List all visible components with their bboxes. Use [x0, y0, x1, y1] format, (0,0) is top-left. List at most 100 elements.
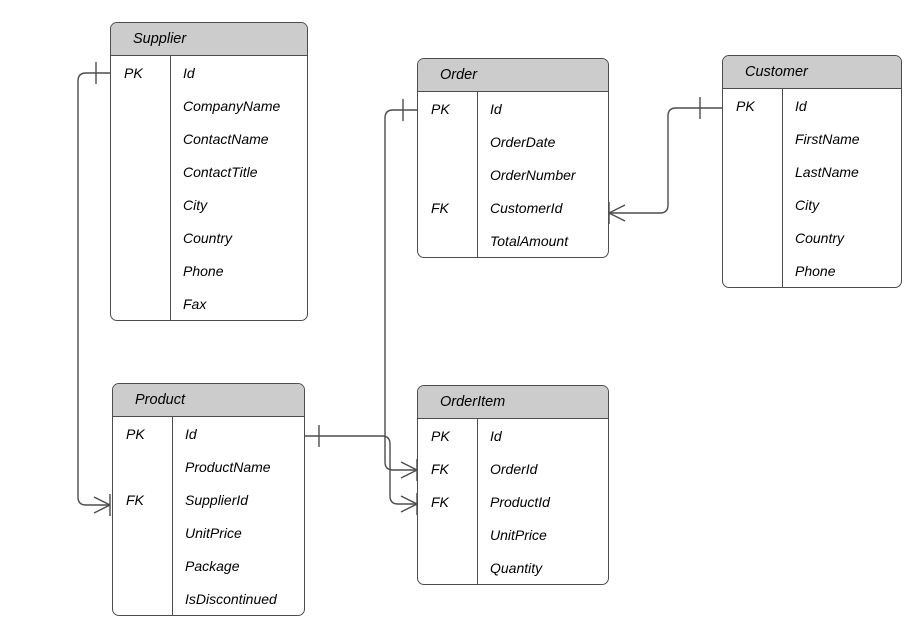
entity-title: OrderItem	[440, 394, 506, 410]
attribute-name: Package	[185, 557, 240, 574]
attribute-row[interactable]: PK Id	[418, 92, 608, 125]
attribute-row[interactable]: FK SupplierId	[113, 483, 304, 516]
connector-order-orderitem	[384, 99, 418, 481]
crowsfoot-product-supplierid	[93, 494, 111, 516]
entity-header-product: Product	[113, 384, 304, 417]
attribute-name: Quantity	[490, 559, 543, 576]
entity-title: Product	[135, 392, 185, 408]
attribute-row[interactable]: UnitPrice	[113, 516, 304, 549]
attribute-name: UnitPrice	[490, 526, 547, 543]
attribute-name: Id	[490, 100, 502, 117]
attribute-row[interactable]: IsDiscontinued	[113, 582, 304, 615]
attribute-key: FK	[126, 491, 144, 508]
attribute-name: LastName	[795, 163, 859, 180]
crowsfoot-orderitem-orderid	[400, 459, 418, 481]
attribute-name: FirstName	[795, 130, 860, 147]
attribute-row[interactable]: Phone	[723, 254, 901, 287]
entity-title: Order	[440, 67, 478, 83]
connector-product-orderitem	[305, 425, 418, 515]
connector-supplier-product	[77, 62, 111, 516]
attribute-row[interactable]: ProductName	[113, 450, 304, 483]
attribute-name: ProductId	[490, 493, 550, 510]
attribute-name: OrderNumber	[490, 166, 576, 183]
attribute-row[interactable]: CompanyName	[111, 89, 307, 122]
entity-title: Supplier	[133, 31, 187, 47]
attribute-name: CompanyName	[183, 97, 281, 114]
crowsfoot-orderitem-productid	[400, 493, 418, 515]
attribute-row[interactable]: Phone	[111, 254, 307, 287]
attribute-key: PK	[431, 100, 450, 117]
attribute-row[interactable]: Country	[723, 221, 901, 254]
attribute-name: OrderId	[490, 460, 538, 477]
entity-header-order: Order	[418, 59, 608, 92]
column-divider	[172, 417, 173, 615]
attribute-name: Id	[795, 97, 807, 114]
attribute-name: CustomerId	[490, 199, 563, 216]
attribute-row[interactable]: ContactName	[111, 122, 307, 155]
attribute-name: Id	[185, 425, 197, 442]
attribute-name: UnitPrice	[185, 524, 242, 541]
attribute-name: TotalAmount	[490, 232, 569, 249]
entity-header-customer: Customer	[723, 56, 901, 89]
attribute-row[interactable]: City	[723, 188, 901, 221]
attribute-key: PK	[124, 64, 143, 81]
entity-header-supplier: Supplier	[111, 23, 307, 56]
attribute-key: FK	[431, 493, 449, 510]
attribute-row[interactable]: PK Id	[723, 89, 901, 122]
attribute-key: PK	[431, 427, 450, 444]
column-divider	[477, 92, 478, 257]
attribute-row[interactable]: Country	[111, 221, 307, 254]
attribute-row[interactable]: FK OrderId	[418, 452, 608, 485]
attribute-row[interactable]: TotalAmount	[418, 224, 608, 257]
attribute-name: SupplierId	[185, 491, 249, 508]
attribute-row[interactable]: Fax	[111, 287, 307, 320]
attribute-name: City	[183, 196, 208, 213]
attribute-row[interactable]: ContactTitle	[111, 155, 307, 188]
attribute-key: PK	[736, 97, 755, 114]
column-divider	[170, 56, 171, 320]
column-divider	[782, 89, 783, 287]
attribute-name: IsDiscontinued	[185, 590, 277, 607]
attribute-row[interactable]: FirstName	[723, 122, 901, 155]
attribute-name: Fax	[183, 295, 207, 312]
attribute-name: OrderDate	[490, 133, 556, 150]
crowsfoot-order-customerid	[608, 202, 626, 224]
attribute-name: Phone	[183, 262, 224, 279]
connector-customer-order	[608, 97, 722, 224]
attribute-row[interactable]: FK ProductId	[418, 485, 608, 518]
attribute-name: Id	[490, 427, 502, 444]
attribute-row[interactable]: PK Id	[111, 56, 307, 89]
attribute-name: ProductName	[185, 458, 271, 475]
entity-header-orderitem: OrderItem	[418, 386, 608, 419]
attribute-name: Country	[795, 229, 845, 246]
attribute-name: Phone	[795, 262, 836, 279]
attribute-row[interactable]: Package	[113, 549, 304, 582]
attribute-name: Country	[183, 229, 233, 246]
attribute-row[interactable]: City	[111, 188, 307, 221]
attribute-name: Id	[183, 64, 195, 81]
attribute-name: ContactTitle	[183, 163, 258, 180]
attribute-row[interactable]: PK Id	[418, 419, 608, 452]
attribute-row[interactable]: OrderNumber	[418, 158, 608, 191]
attribute-row[interactable]: Quantity	[418, 551, 608, 584]
attribute-row[interactable]: LastName	[723, 155, 901, 188]
attribute-name: ContactName	[183, 130, 269, 147]
attribute-row[interactable]: OrderDate	[418, 125, 608, 158]
attribute-name: City	[795, 196, 820, 213]
attribute-row[interactable]: UnitPrice	[418, 518, 608, 551]
column-divider	[477, 419, 478, 584]
attribute-key: FK	[431, 460, 449, 477]
